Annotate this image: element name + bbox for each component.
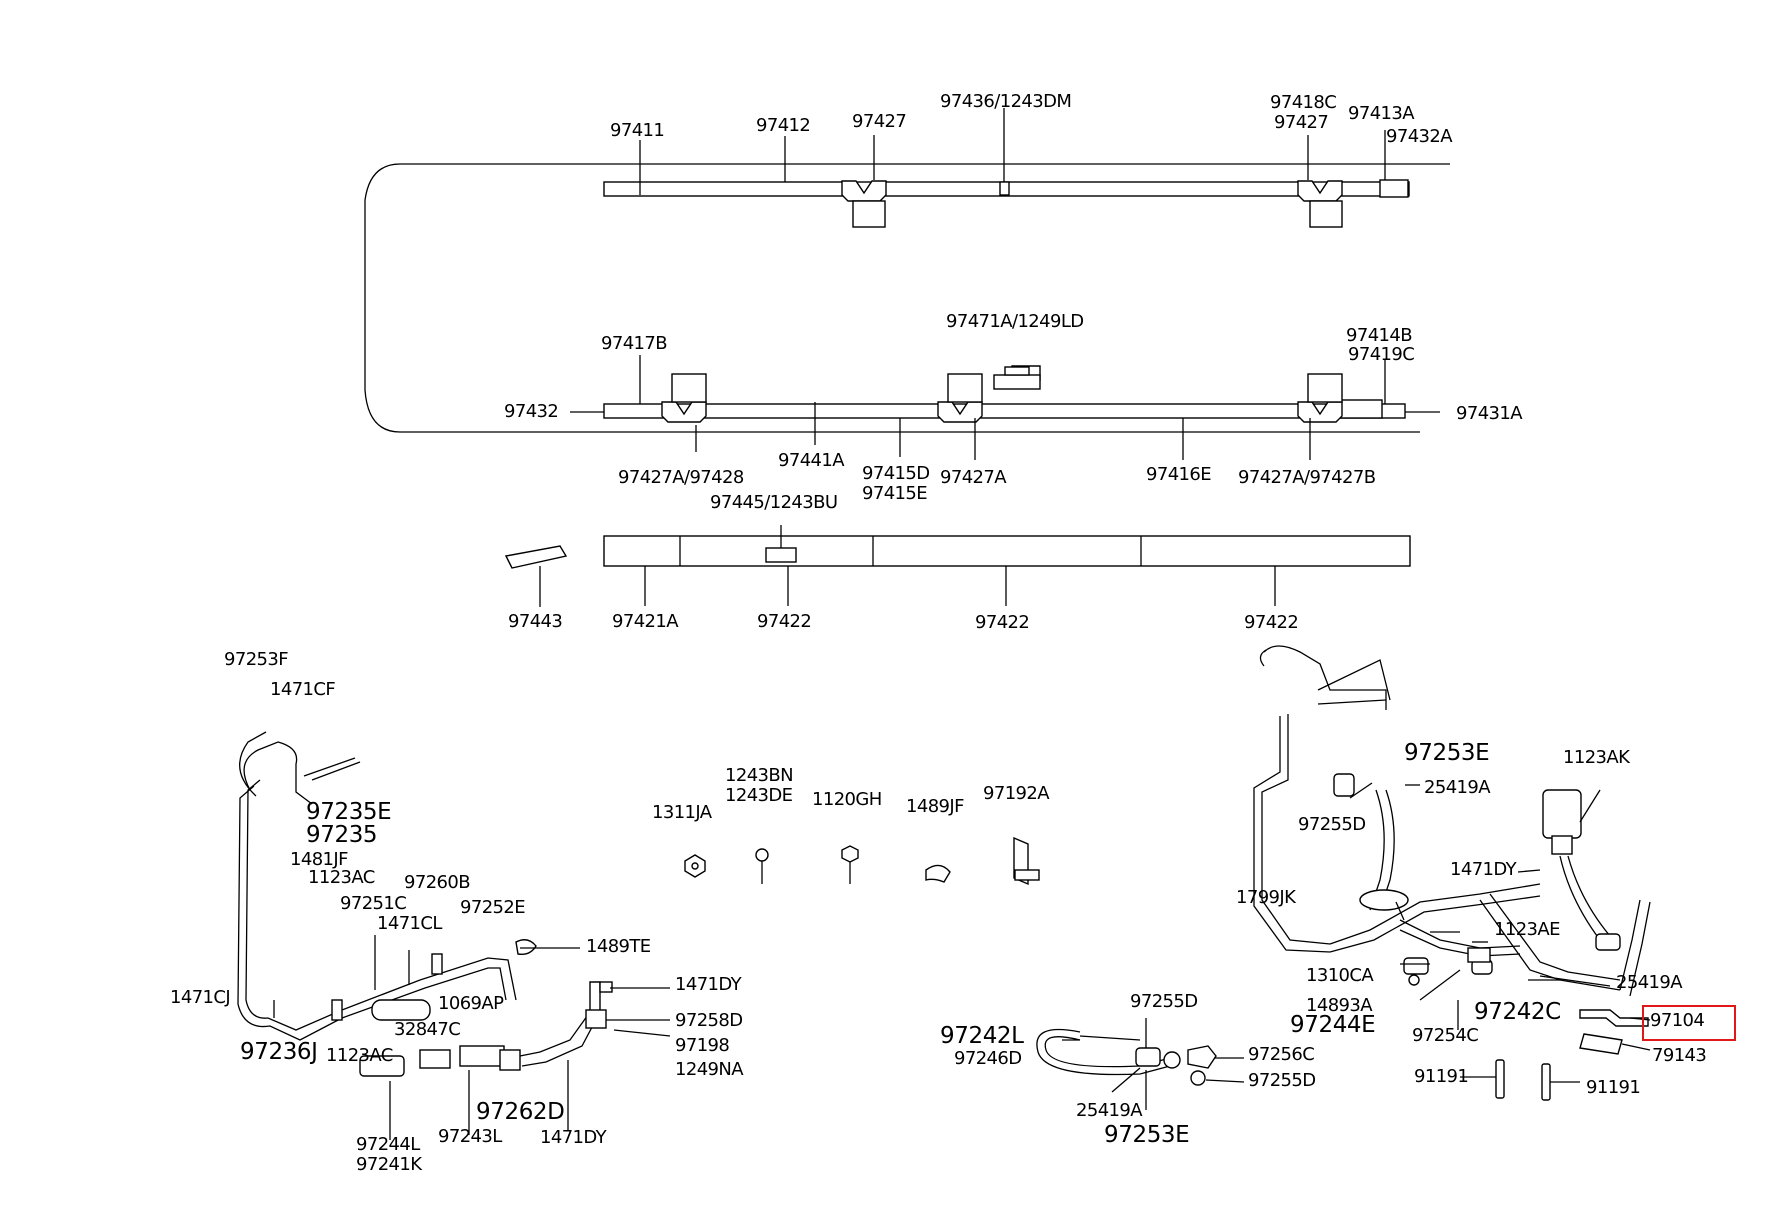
label-25419a-b: 25419A [1616, 972, 1683, 993]
label-79143: 79143 [1652, 1045, 1707, 1066]
label-97104: 97104 [1650, 1010, 1705, 1031]
label-97244l: 97244L [356, 1134, 420, 1155]
fasteners [684, 836, 1040, 886]
label-91191-a: 91191 [1414, 1066, 1469, 1087]
label-1311ja: 1311JA [652, 802, 712, 823]
label-97236j: 97236J [240, 1039, 318, 1065]
cover-panel [504, 525, 1411, 607]
label-97252e: 97252E [460, 897, 526, 918]
lower-duct-assembly [570, 355, 1440, 460]
label-97254c: 97254C [1412, 1025, 1479, 1046]
label-1069ap: 1069AP [438, 993, 504, 1014]
label-97432: 97432 [504, 401, 559, 422]
label-1489jf: 1489JF [906, 796, 964, 817]
label-97242c: 97242C [1474, 999, 1561, 1025]
label-97255d-b: 97255D [1130, 991, 1198, 1012]
right-heater-pipes [1253, 645, 1651, 1101]
label-1123ac-b: 1123AC [326, 1045, 393, 1066]
label-97242l: 97242L [940, 1023, 1024, 1049]
label-1249na: 1249NA [675, 1059, 744, 1080]
label-97192a: 97192A [983, 783, 1050, 804]
label-97422-3: 97422 [1244, 612, 1299, 633]
label-97427-right: 97427 [1274, 112, 1329, 133]
label-97235: 97235 [306, 822, 378, 848]
upper-duct-assembly [364, 108, 1450, 433]
label-1471dy-b: 1471DY [540, 1127, 607, 1148]
label-1123ac-a: 1123AC [308, 867, 375, 888]
label-97427a-97428: 97427A/97428 [618, 467, 744, 488]
label-97411: 97411 [610, 120, 665, 141]
label-97258d: 97258D [675, 1010, 743, 1031]
label-1471cl: 1471CL [377, 913, 442, 934]
label-97253f: 97253F [224, 649, 289, 670]
label-97422-1: 97422 [757, 611, 812, 632]
label-25419a-a: 25419A [1424, 777, 1491, 798]
label-97427a-mid: 97427A [940, 467, 1007, 488]
label-97412: 97412 [756, 115, 811, 136]
label-97253e-top: 97253E [1404, 740, 1490, 766]
label-97246d: 97246D [954, 1048, 1022, 1069]
left-heater-pipes [237, 731, 671, 1140]
label-1123ak: 1123AK [1563, 747, 1630, 768]
label-91191-b: 91191 [1586, 1077, 1641, 1098]
label-97418c: 97418C [1270, 92, 1337, 113]
label-97251c: 97251C [340, 893, 407, 914]
label-97415d: 97415D [862, 463, 930, 484]
loose-hose-assembly [1036, 1018, 1245, 1110]
label-97422-2: 97422 [975, 612, 1030, 633]
label-97441a: 97441A [778, 450, 845, 471]
label-97255d-c: 97255D [1248, 1070, 1316, 1091]
label-1481jf: 1481JF [290, 849, 348, 870]
label-1120gh: 1120GH [812, 789, 882, 810]
label-97471a-1249ld: 97471A/1249LD [946, 311, 1084, 332]
label-97243l: 97243L [438, 1126, 502, 1147]
label-32847c: 32847C [394, 1019, 461, 1040]
label-97253e-bottom: 97253E [1104, 1122, 1190, 1148]
label-1243de: 1243DE [725, 785, 793, 806]
label-97260b: 97260B [404, 872, 471, 893]
label-97256c: 97256C [1248, 1044, 1315, 1065]
label-97413a: 97413A [1348, 103, 1415, 124]
label-97241k: 97241K [356, 1154, 422, 1175]
highlight-box [1642, 1005, 1736, 1041]
label-97417b: 97417B [601, 333, 668, 354]
label-1310ca: 1310CA [1306, 965, 1374, 986]
label-97427a-97427b: 97427A/97427B [1238, 467, 1376, 488]
label-14893a: 14893A [1306, 995, 1373, 1016]
label-97436-1243dm: 97436/1243DM [940, 91, 1072, 112]
label-97416e: 97416E [1146, 464, 1212, 485]
label-97445-1243bu: 97445/1243BU [710, 492, 838, 513]
label-97421a: 97421A [612, 611, 679, 632]
label-97431a: 97431A [1456, 403, 1523, 424]
label-1489te: 1489TE [586, 936, 651, 957]
label-1471cf: 1471CF [270, 679, 336, 700]
label-97244e: 97244E [1290, 1012, 1376, 1038]
label-97198: 97198 [675, 1035, 730, 1056]
label-97443: 97443 [508, 611, 563, 632]
label-1799jk: 1799JK [1236, 887, 1296, 908]
label-97262d: 97262D [476, 1099, 565, 1125]
label-1243bn: 1243BN [725, 765, 794, 786]
label-1471cj: 1471CJ [170, 987, 231, 1008]
label-1471dy-a: 1471DY [675, 974, 742, 995]
label-25419a-c: 25419A [1076, 1100, 1143, 1121]
label-97415e: 97415E [862, 483, 928, 504]
label-97427-top: 97427 [852, 111, 907, 132]
label-97432a: 97432A [1386, 126, 1453, 147]
label-97255d-a: 97255D [1298, 814, 1366, 835]
label-97414b: 97414B [1346, 325, 1413, 346]
label-1123ae: 1123AE [1494, 919, 1561, 940]
label-97419c: 97419C [1348, 344, 1415, 365]
label-97235e: 97235E [306, 799, 392, 825]
label-1471dy-c: 1471DY [1450, 859, 1517, 880]
